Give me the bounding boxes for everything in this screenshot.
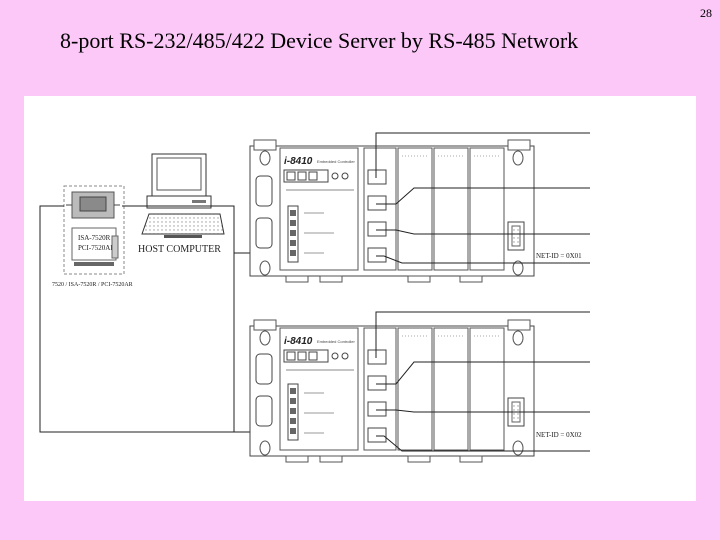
unit-top-net-id: NET-ID = 0X01 (536, 252, 582, 260)
unit-bottom-subtitle: Embedded Controller (317, 339, 355, 344)
network-diagram: ISA-7520R PCI-7520AR 7520 / ISA-7520R / … (39, 132, 590, 463)
unit-bottom-net-id: NET-ID = 0X02 (536, 431, 582, 439)
host-computer-label: HOST COMPUTER (138, 244, 221, 255)
unit-top-brand: i-8410 (284, 156, 313, 167)
controller-unit-bottom: i-8410 Embedded Controller (249, 319, 535, 463)
rs485-bus (39, 205, 254, 433)
card-label-pci: PCI-7520AR (78, 244, 115, 252)
device-cables-bottom (375, 311, 590, 452)
controller-unit-top: i-8410 Embedded Controller (249, 139, 535, 283)
unit-bottom-brand: i-8410 (284, 336, 313, 347)
unit-top-subtitle: Embedded Controller (317, 159, 355, 164)
slide-title: 8-port RS-232/485/422 Device Server by R… (60, 28, 579, 53)
diagram-panel: ISA-7520R PCI-7520AR 7520 / ISA-7520R / … (24, 96, 696, 501)
card-label-isa: ISA-7520R (78, 234, 111, 242)
host-computer-icon (141, 153, 225, 238)
converter-caption: 7520 / ISA-7520R / PCI-7520AR (52, 282, 133, 288)
rs485-converter: ISA-7520R PCI-7520AR (63, 185, 125, 275)
page-number: 28 (700, 6, 712, 20)
device-cables-top (375, 132, 590, 264)
